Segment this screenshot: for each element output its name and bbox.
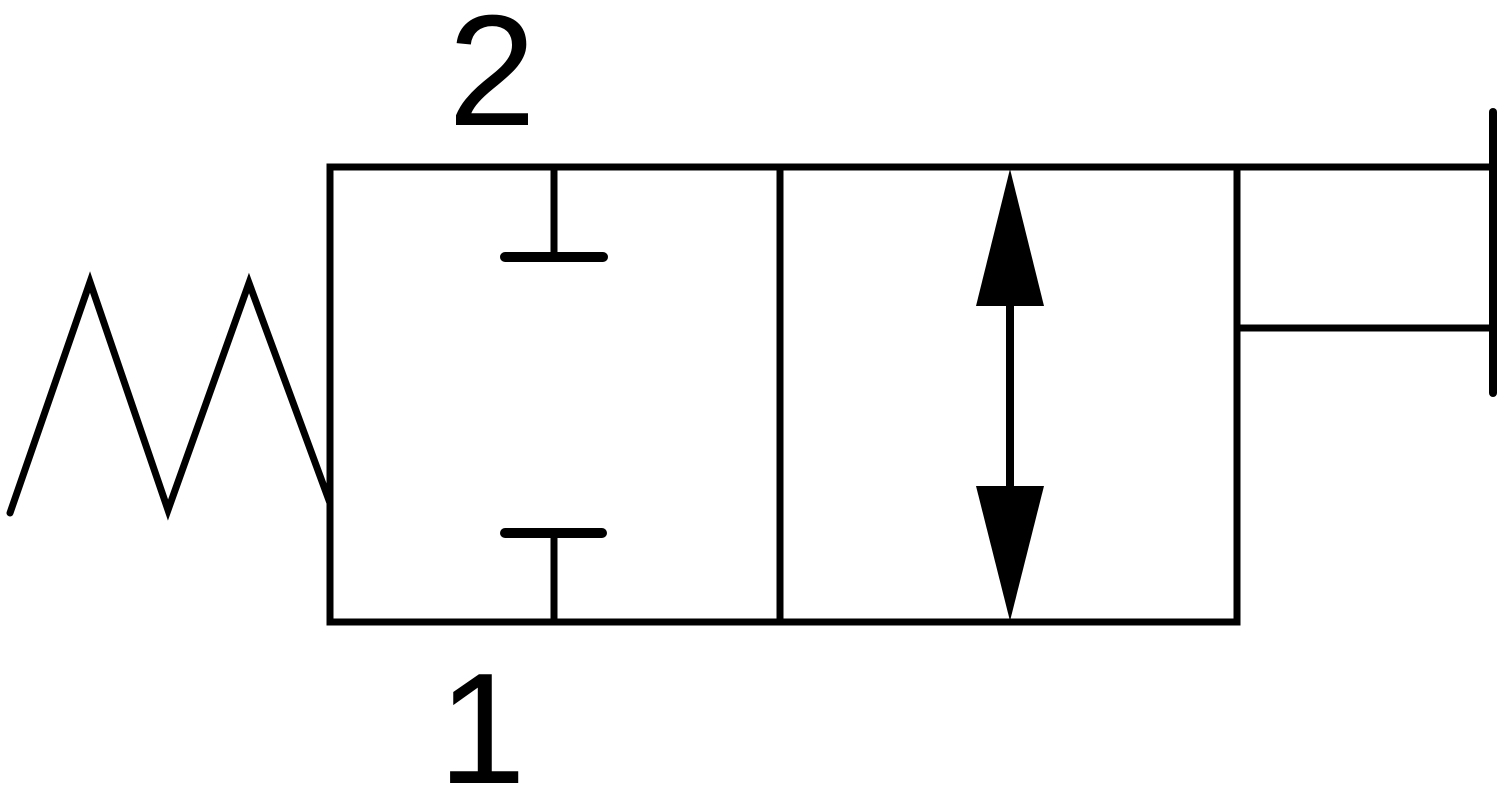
port-label-top: 2 [448,0,536,159]
shape-layer: 2 1 [6,0,1497,795]
double-headed-flow-arrow-icon [976,169,1044,621]
plunger-actuator-icon [1237,108,1497,397]
flow-arrow-head-up [976,169,1044,306]
flow-arrow-head-down [976,486,1044,621]
port-label-bottom: 1 [438,641,526,795]
spring-return-icon [6,271,334,521]
blocked-port-top-icon [500,167,608,262]
blocked-port-bottom-icon [500,528,607,622]
ink-layer: 2 1 [6,0,1497,795]
